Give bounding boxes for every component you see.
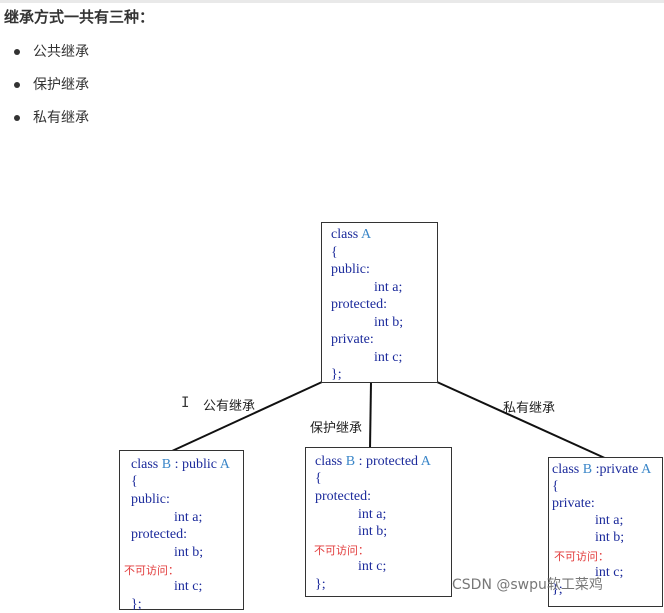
connector-protected [369,381,372,450]
open-brace: { [315,471,322,486]
top-divider [0,0,664,3]
inaccessible-label: 不可访问： [124,564,179,577]
member-b: int b; [374,315,404,330]
edge-label-protected: 保护继承 [310,421,363,436]
access-protected: protected: [331,297,387,312]
open-brace: { [552,479,559,494]
inaccessible-label: 不可访问： [554,550,609,563]
inheritance-spec: :private [592,462,642,477]
class-name: B [582,462,593,477]
list-item: 保护继承 [0,73,89,106]
base-name: A [641,462,652,477]
member-a: int a; [174,510,203,525]
access-private: private: [331,332,374,347]
list-item-label: 公共继承 [33,44,89,60]
base-name: A [420,454,431,469]
member-a: int a; [374,280,403,295]
access-protected: protected: [315,489,371,504]
edge-label-private: 私有继承 [503,401,556,416]
close-brace: }; [331,367,342,382]
class-name: A [360,227,372,242]
inaccessible-label: 不可访问： [314,544,369,557]
class-keyword: class [331,227,359,242]
close-brace: }; [315,577,326,592]
access-protected: protected: [131,527,187,542]
class-name: B [345,454,356,469]
connector-private [436,381,608,460]
list-item: 私有继承 [0,106,89,139]
member-b: int b; [174,545,204,560]
class-keyword: class [315,454,343,469]
inheritance-spec: : protected [355,454,421,469]
watermark: CSDN @swpu软工菜鸡 [452,577,603,593]
text-cursor-icon: I [181,395,190,411]
access-public: public: [131,492,170,507]
bullet-icon [14,115,20,121]
member-c: int c; [595,565,624,580]
member-b: int b; [595,530,625,545]
edge-label-public: 公有继承 [203,399,256,414]
access-private: private: [552,496,595,511]
access-public: public: [331,262,370,277]
class-name: B [161,457,172,472]
list-item: 公共继承 [0,40,89,73]
connector-public [171,381,323,452]
class-keyword: class [131,457,159,472]
inheritance-spec: : public [171,457,220,472]
member-a: int a; [595,513,624,528]
member-c: int c; [174,579,203,594]
bullet-icon [14,82,20,88]
list-item-label: 私有继承 [33,110,89,126]
close-brace: }; [552,582,563,597]
member-c: int c; [374,350,403,365]
class-keyword: class [552,462,580,477]
member-b: int b; [358,524,388,539]
base-class-box: class A { public: int a; protected: int … [321,222,438,383]
derived-public-box: class B : public A { public: int a; prot… [119,450,244,612]
open-brace: { [331,245,338,260]
close-brace: }; [131,597,142,612]
derived-protected-box: class B : protected A { protected: int a… [305,447,452,597]
list-item-label: 保护继承 [33,77,89,93]
member-a: int a; [358,507,387,522]
page-heading: 继承方式一共有三种： [4,8,155,26]
open-brace: { [131,474,138,489]
base-name: A [219,457,230,472]
derived-private-box: class B :private A { private: int a; int… [548,457,663,607]
inheritance-list: 公共继承 保护继承 私有继承 [0,40,89,139]
bullet-icon [14,49,20,55]
member-c: int c; [358,559,387,574]
